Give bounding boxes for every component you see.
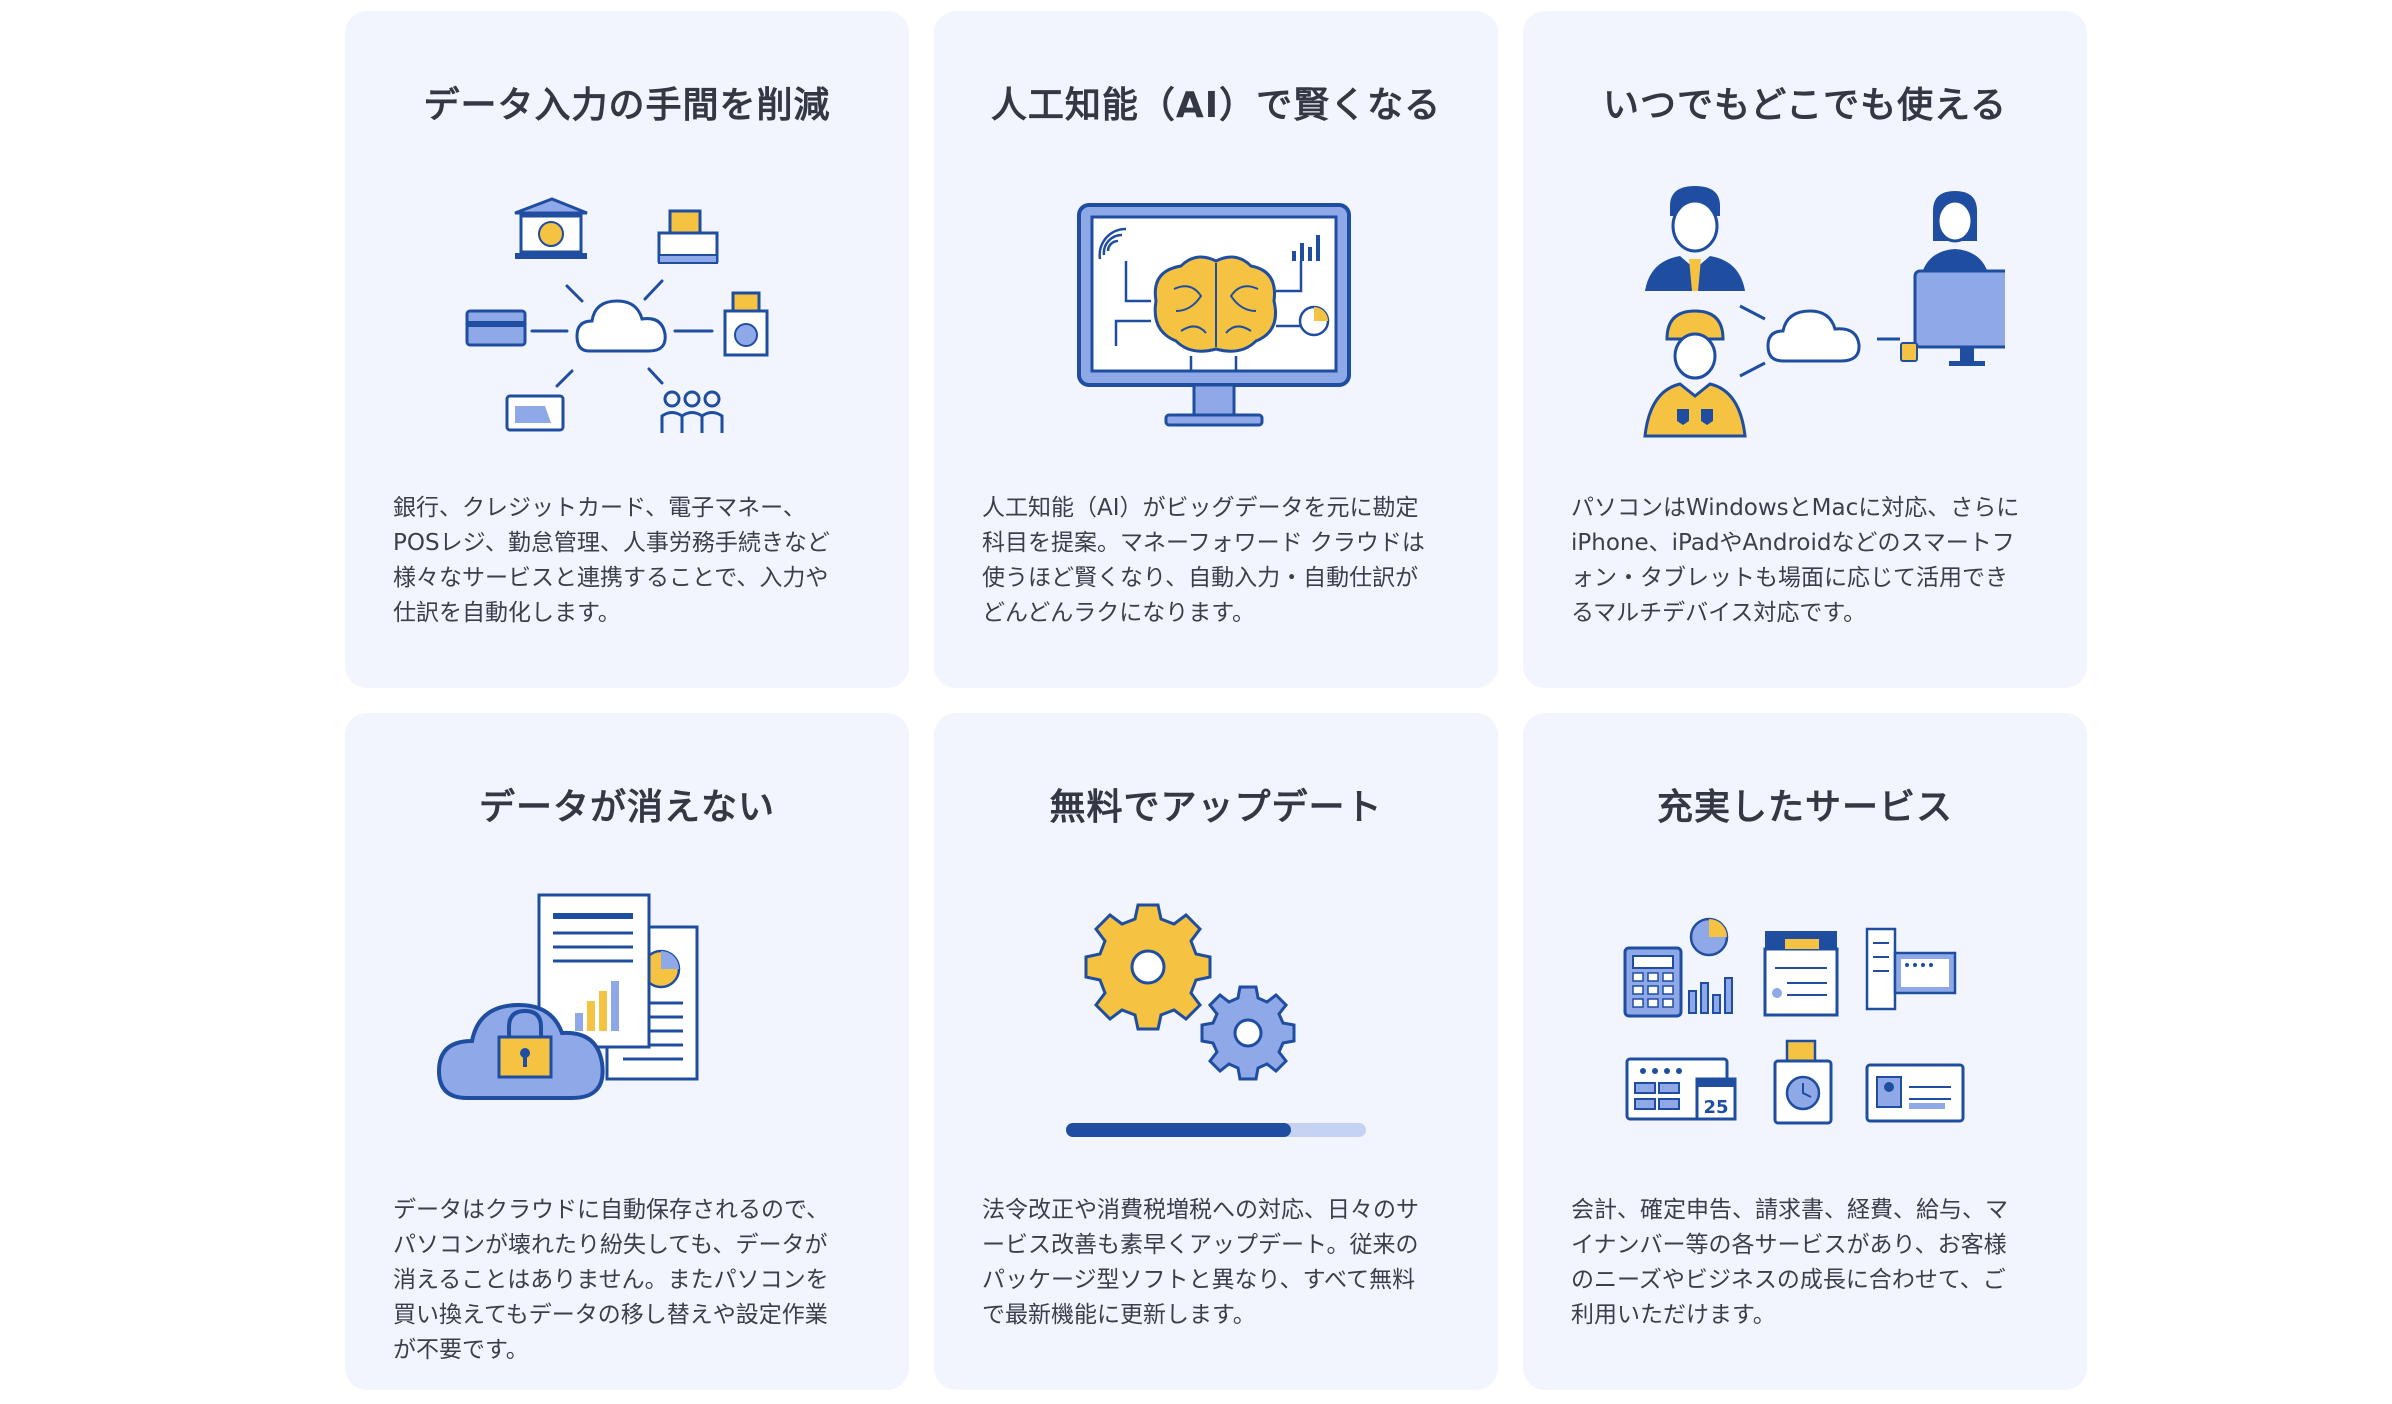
multi-device-people-illustration — [1605, 171, 2005, 461]
feature-title: データ入力の手間を削減 — [423, 85, 831, 126]
cloud-integrations-illustration — [427, 171, 827, 461]
calendar-icon: 25 — [1625, 1057, 1737, 1121]
tax-return-icon — [1763, 931, 1839, 1017]
gears-progress-illustration — [1016, 873, 1416, 1163]
ic-card-icon — [505, 394, 565, 432]
worker-icon — [1643, 309, 1747, 438]
woman-computer-icon — [1900, 191, 2005, 366]
feature-title: データが消えない — [478, 787, 775, 828]
feature-card-services: 充実したサービス — [1523, 713, 2087, 1390]
feature-title: 無料でアップデート — [1049, 787, 1383, 828]
credit-card-icon — [465, 309, 527, 347]
businessman-icon — [1645, 186, 1745, 291]
feature-card-ai: 人工知能（AI）で賢くなる — [934, 11, 1498, 688]
lock-icon — [497, 1008, 553, 1079]
feature-grid: データ入力の手間を削減 — [345, 11, 2087, 1390]
cash-register-icon — [657, 209, 719, 264]
id-card-icon — [1865, 1063, 1965, 1123]
cloud-lock-documents-illustration — [427, 873, 827, 1163]
feature-description: 法令改正や消費税増税への対応、日々のサ ービス改善も素早くアップデート。従来の … — [982, 1197, 1419, 1328]
feature-title: 充実したサービス — [1656, 787, 1953, 828]
update-progress-bar — [1066, 1123, 1366, 1137]
update-progress-fill — [1066, 1123, 1291, 1137]
svg-text:25: 25 — [1703, 1097, 1728, 1118]
brain-icon — [1153, 255, 1277, 353]
feature-title: 人工知能（AI）で賢くなる — [990, 85, 1442, 126]
feature-description: 銀行、クレジットカード、電子マネー、 POSレジ、勤怠管理、人事労務手続きなど … — [393, 495, 830, 626]
feature-card-free-update: 無料でアップデート — [934, 713, 1498, 1390]
service-icons-illustration: 25 — [1605, 873, 2005, 1163]
feature-card-data-entry: データ入力の手間を削減 — [345, 11, 909, 688]
time-card-icon — [723, 291, 769, 357]
bar-chart-icon — [1292, 235, 1320, 261]
ai-brain-monitor-illustration — [1016, 171, 1416, 461]
pie-chart-icon — [1298, 305, 1330, 337]
feature-card-data-safety: データが消えない — [345, 713, 909, 1390]
large-gear-icon — [1084, 903, 1212, 1031]
bar-chart-icon — [587, 991, 607, 1031]
feature-title: いつでもどこでも使える — [1602, 85, 2008, 126]
feature-description: 人工知能（AI）がビッグデータを元に勘定 科目を提案。マネーフォワード クラウド… — [982, 495, 1425, 626]
small-gear-icon — [1200, 985, 1296, 1081]
signal-icon — [1098, 227, 1127, 260]
time-clock-icon — [1773, 1039, 1833, 1125]
feature-description: パソコンはWindowsとMacに対応、さらに iPhone、iPadやAndr… — [1571, 495, 2020, 626]
invoice-icon — [1865, 927, 1957, 1011]
accounting-icon — [1623, 917, 1733, 1018]
feature-description: データはクラウドに自動保存されるので、 パソコンが壊れたり紛失しても、データが … — [393, 1197, 830, 1363]
employees-icon — [660, 390, 724, 433]
feature-card-multi-device: いつでもどこでも使える — [1523, 11, 2087, 688]
bank-icon — [514, 197, 588, 259]
feature-description: 会計、確定申告、請求書、経費、給与、マ イナンバー等の各サービスがあり、お客様 … — [1571, 1197, 2008, 1328]
